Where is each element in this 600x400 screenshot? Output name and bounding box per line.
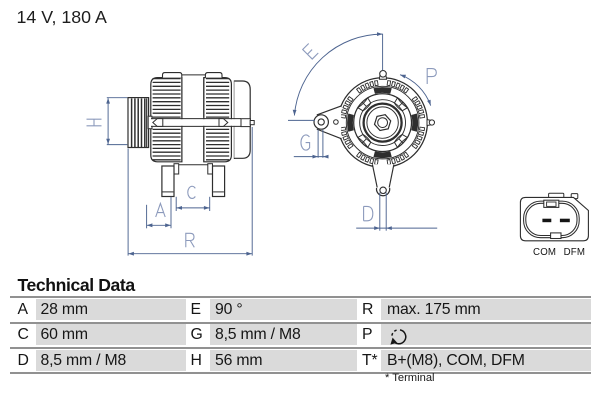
- svg-text:COM: COM: [533, 247, 556, 258]
- svg-text:DFM: DFM: [564, 247, 586, 258]
